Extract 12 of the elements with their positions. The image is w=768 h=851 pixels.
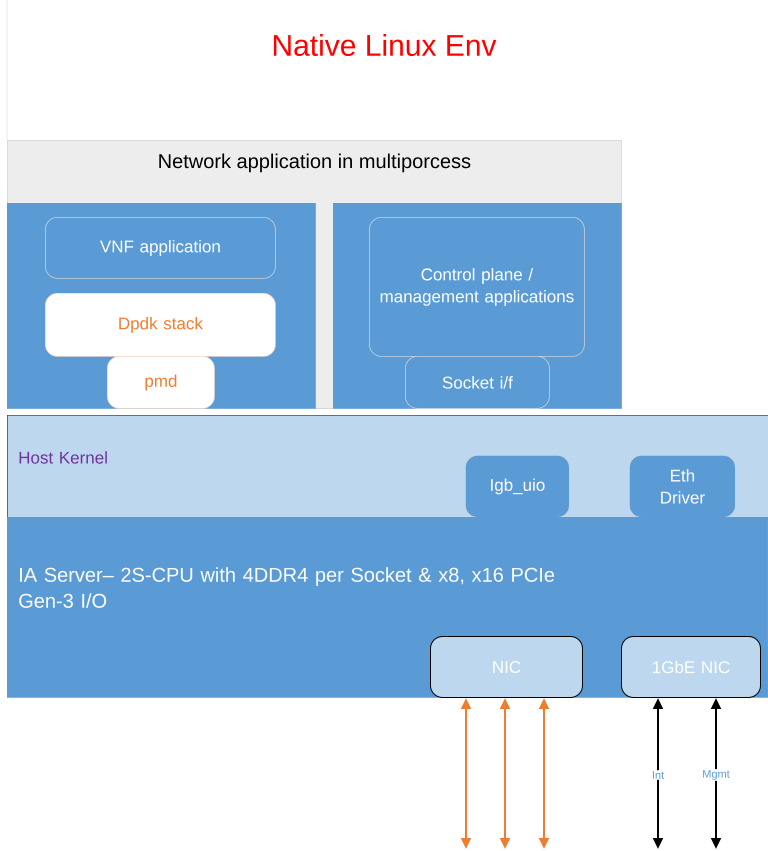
- process-box: Socket i/f: [405, 356, 550, 409]
- edge-label: Mgmt: [703, 770, 730, 780]
- nic-box: NIC: [430, 636, 583, 698]
- process-box: Igb_uio: [465, 455, 570, 518]
- process-box: VNF application: [45, 217, 276, 279]
- process-box: Eth Driver: [629, 455, 736, 518]
- edge-label: Int: [652, 771, 664, 779]
- title: Native Linux Env: [274, 34, 496, 56]
- process-box: Control plane / management applications: [369, 217, 585, 357]
- process-box: pmd: [107, 356, 215, 409]
- nic-box: 1GbE NIC: [621, 636, 761, 698]
- process-box: Dpdk stack: [45, 293, 276, 357]
